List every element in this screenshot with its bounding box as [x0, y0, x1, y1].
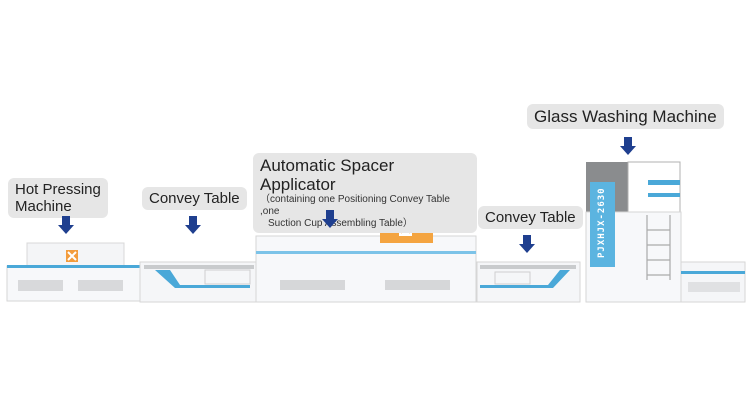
convey-table-1-label: Convey Table — [142, 187, 247, 210]
arrow-down-icon — [58, 216, 74, 234]
arrow-down-icon — [519, 235, 535, 253]
glass-washing-machine — [585, 161, 746, 303]
glass-washing-label: Glass Washing Machine — [527, 104, 724, 129]
model-label: PJXHJX-2630 — [597, 187, 607, 258]
arrow-down-icon — [322, 210, 338, 228]
arrow-down-icon — [185, 216, 201, 234]
spacer-applicator-machine — [255, 210, 477, 303]
convey-table-1-machine — [139, 261, 258, 303]
convey-table-2-label: Convey Table — [478, 206, 583, 229]
convey-table-2-machine — [476, 261, 581, 303]
spacer-applicator-label: Automatic Spacer Applicator （containing … — [253, 153, 477, 233]
hot-pressing-machine — [6, 242, 141, 302]
hot-pressing-label: Hot Pressing Machine — [8, 178, 108, 218]
arrow-down-icon — [620, 137, 636, 155]
